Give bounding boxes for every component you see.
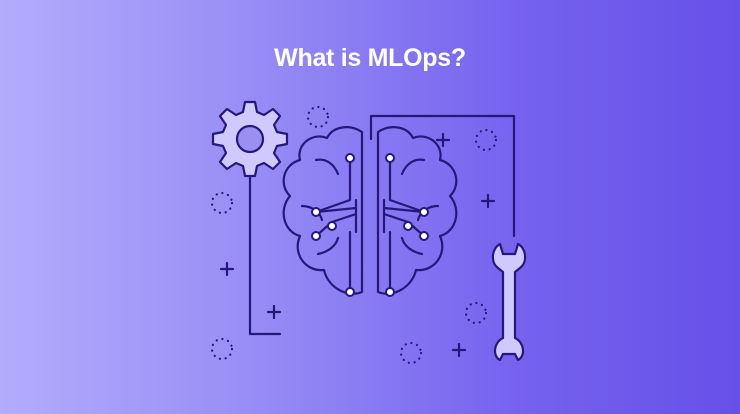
plus-icon xyxy=(219,132,496,358)
wrench-icon xyxy=(491,242,527,362)
gear-icon xyxy=(211,100,289,178)
brain-circuit-icon xyxy=(282,126,458,297)
frame-lines xyxy=(248,114,516,336)
sparkle-dots-icon xyxy=(210,105,498,365)
page-title: What is MLOps? xyxy=(274,44,466,72)
